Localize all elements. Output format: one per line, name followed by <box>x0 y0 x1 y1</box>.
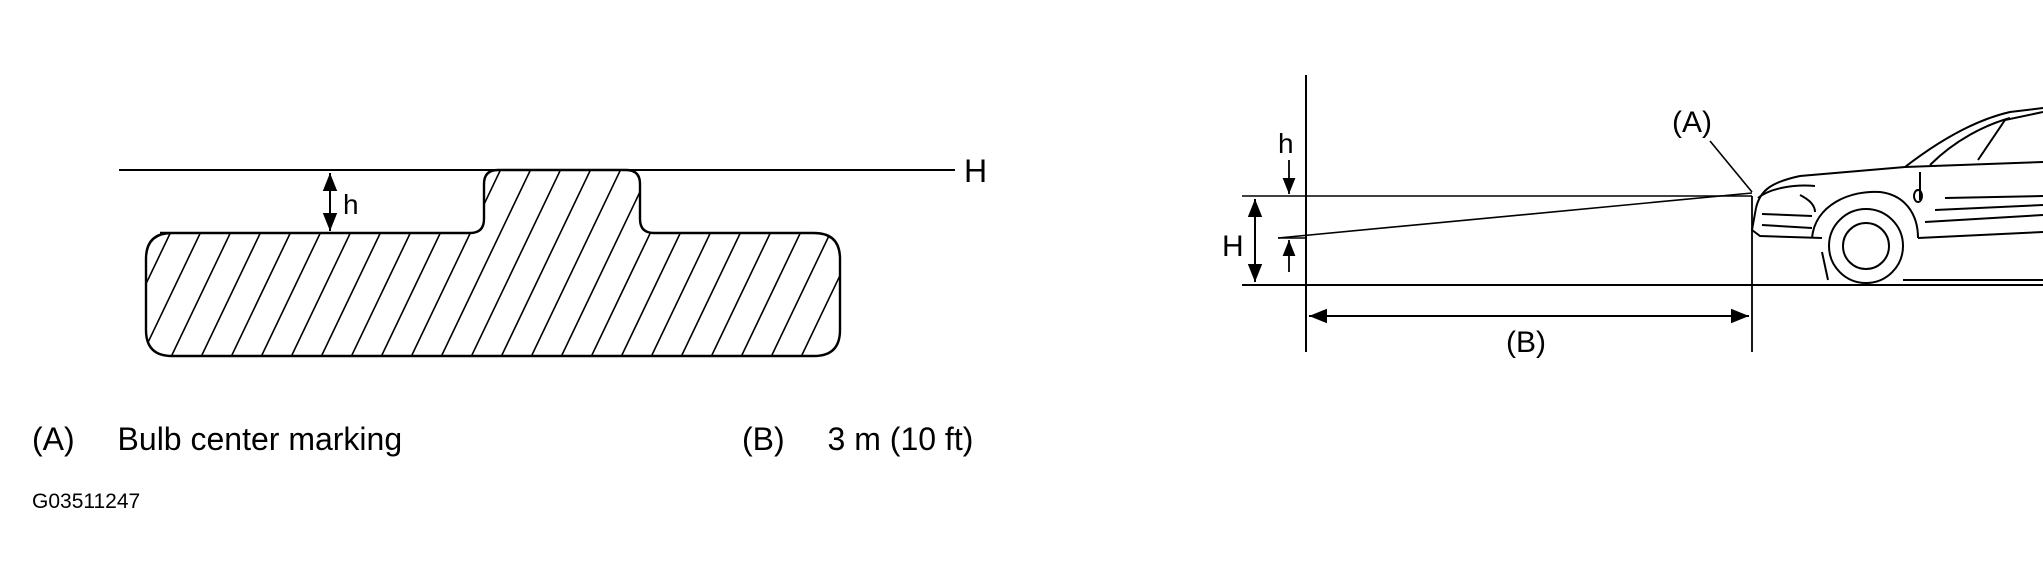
legend-item-a: (A) Bulb center marking <box>32 421 402 458</box>
beam-pattern-view: H h <box>119 153 987 358</box>
beam-hatching <box>146 170 840 356</box>
vehicle-front <box>1750 107 2043 284</box>
h-reference-label: H <box>964 153 987 189</box>
legend-text-b: 3 m (10 ft) <box>827 421 974 457</box>
h-offset-label: h <box>343 189 359 220</box>
legend-key-b: (B) <box>742 421 785 457</box>
bulb-leader-line <box>1709 140 1753 193</box>
beam-line <box>1277 192 1753 239</box>
distance-label: (B) <box>1506 326 1546 359</box>
beam-pattern-outline <box>144 168 842 358</box>
side-view: H h (B) (A) <box>1222 75 2043 359</box>
bulb-label: (A) <box>1672 106 1712 139</box>
height-label: H <box>1222 230 1244 263</box>
figure-id: G03511247 <box>32 490 141 513</box>
legend-key-a: (A) <box>32 421 75 457</box>
legend-item-b: (B) 3 m (10 ft) <box>742 421 973 458</box>
offset-label: h <box>1278 128 1294 159</box>
legend-text-a: Bulb center marking <box>117 421 403 457</box>
